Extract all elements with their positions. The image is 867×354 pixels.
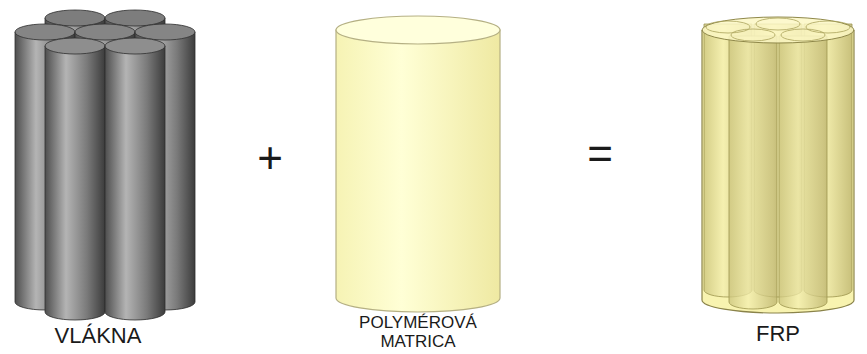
frp-cylinder bbox=[702, 17, 854, 313]
fiber-bundle bbox=[15, 10, 195, 320]
part-label: FRP bbox=[718, 322, 838, 346]
operator-symbol: + bbox=[240, 134, 300, 182]
matrix-cylinder bbox=[336, 16, 500, 312]
part-label: POLYMÉROVÁ MATRICA bbox=[353, 314, 483, 351]
part-label: VLÁKNA bbox=[13, 324, 183, 348]
operator-symbol: = bbox=[570, 130, 630, 178]
